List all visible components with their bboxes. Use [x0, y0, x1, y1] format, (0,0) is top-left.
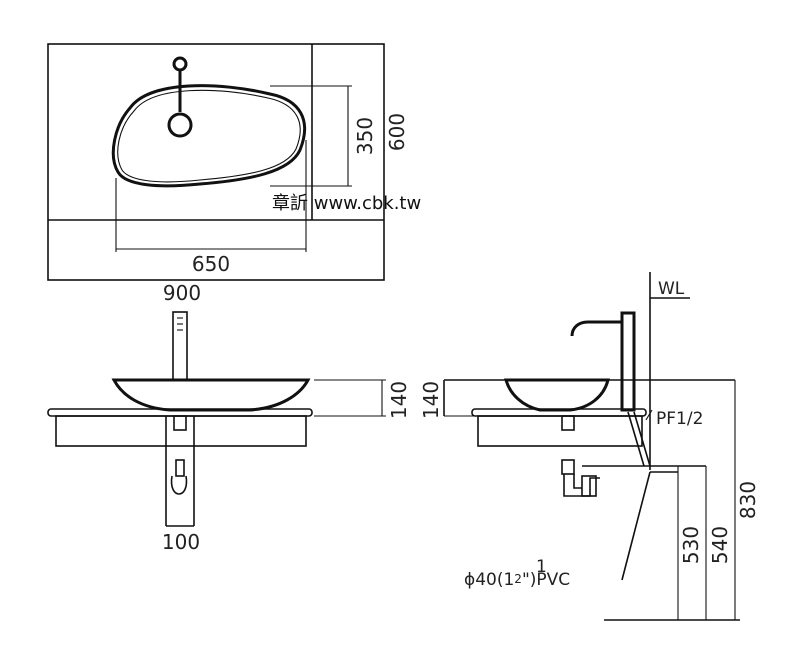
basin-inner-outline — [117, 89, 301, 183]
side-view: WL PF1/2 ϕ40(12")PVC 1 — [419, 272, 760, 621]
pipe-label: ϕ40(12")PVC — [464, 570, 570, 590]
countertop-outline — [47, 43, 385, 281]
drain-width-dim: 100 — [162, 530, 200, 554]
apron-side — [477, 415, 643, 447]
supply-height-dim: 540 — [708, 526, 732, 564]
front-height-dim: 140 — [387, 381, 411, 419]
pipe-leader-line — [621, 471, 651, 581]
supply-hose — [627, 411, 645, 467]
pipe-fraction-numerator: 1 — [536, 557, 547, 577]
basin-depth-dim: 350 — [353, 117, 377, 155]
drain-height-dim: 530 — [679, 526, 703, 564]
watermark: 章訢 www.cbk.tw — [272, 193, 421, 214]
faucet-side-icon — [620, 311, 636, 412]
basin-outline — [111, 84, 306, 188]
wall-line-label: WL — [658, 279, 685, 299]
total-height-dim: 830 — [736, 481, 760, 519]
basin-bowl-side — [504, 378, 610, 412]
basin-width-dim: 650 — [192, 252, 230, 276]
top-view: 650 900 350 600 — [47, 43, 409, 305]
p-trap-front — [170, 475, 188, 495]
faucet-front-icon — [172, 311, 188, 381]
countertop-width-dim: 900 — [163, 281, 201, 305]
supply-label: PF1/2 — [656, 409, 703, 429]
side-height-dim: 140 — [419, 381, 443, 419]
front-view: 140 100 — [47, 311, 411, 554]
drain-top-icon — [167, 112, 193, 138]
basin-bowl-front — [111, 378, 311, 412]
faucet-top-icon — [172, 56, 188, 72]
apron-front — [55, 415, 307, 447]
countertop-depth-dim: 600 — [385, 113, 409, 151]
